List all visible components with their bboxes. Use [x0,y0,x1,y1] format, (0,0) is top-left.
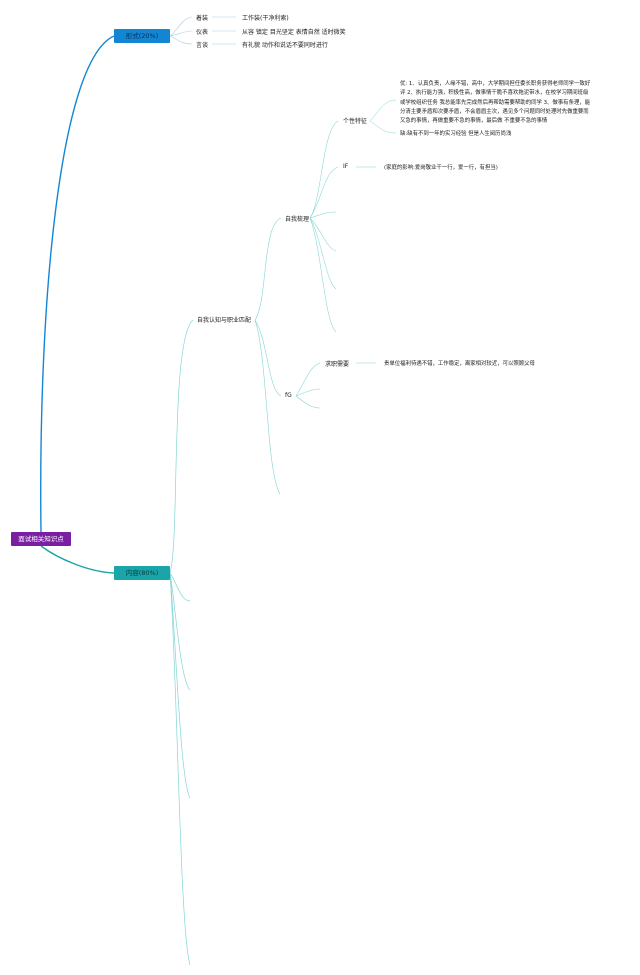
form-item-appearance-value[interactable]: 从容 镇定 目光坚定 表情自然 适时微笑 [242,29,346,36]
strengths-line: 优: 1、认真负责，人缘不错，高中，大学期间担任委长职务获得老师同学一致好 [400,81,591,87]
branch-form[interactable]: 形式(20%) [114,29,170,43]
self-sort-node[interactable]: 自我梳理 [285,216,310,223]
job-needs-text[interactable]: 贵单位福利待遇不错，工作稳定，离家相对较近，可以照顾父母 [384,361,535,367]
strengths-line: 或学校组织任务 我总能率先完成然后再帮助需要帮助的同学 3、做事有条理，能 [400,99,591,106]
strengths-line: 评 2、执行能力强，积极性高，做事情干脆不喜欢拖泥带水，在校学习期间班级 [400,90,589,97]
self-match-node[interactable]: 自我认知与职业匹配 [197,317,252,324]
form-item-attire-key[interactable]: 着装 [196,15,209,22]
if-node[interactable]: IF [343,163,349,170]
job-needs-node[interactable]: 求职需要 [325,361,350,368]
root-node[interactable]: 面试相关知识点 [11,532,71,546]
fg-node[interactable]: fG [285,392,292,399]
strengths-text: 优: 1、认真负责，人缘不错，高中，大学期间担任委长职务获得老师同学一致好 评 … [400,80,636,126]
if-text[interactable]: (家庭的影响:爱岗敬业干一行，爱一行，有担当) [384,165,498,171]
strengths-line: 又急的事情，再做重要不急的事情，最后做 不重要不急的事情 [400,118,548,125]
form-item-speech-key[interactable]: 言谈 [196,42,209,49]
branch-content[interactable]: 内容(80%) [114,566,170,580]
strengths-line: 分清主要矛盾和次要矛盾，不会眉眉主次，遇见多个问题同时处理时先做重要而 [400,108,589,115]
weakness-text[interactable]: 缺:缺有不到一年的实习经验 但是人生阅历尚浅 [400,131,512,137]
form-item-speech-value[interactable]: 有礼貌 动作和说话不要同时进行 [242,42,328,49]
form-item-attire-value[interactable]: 工作装(干净利索) [242,15,289,22]
personality-node[interactable]: 个性特征 [343,118,368,125]
form-item-appearance-key[interactable]: 仪表 [196,29,209,36]
